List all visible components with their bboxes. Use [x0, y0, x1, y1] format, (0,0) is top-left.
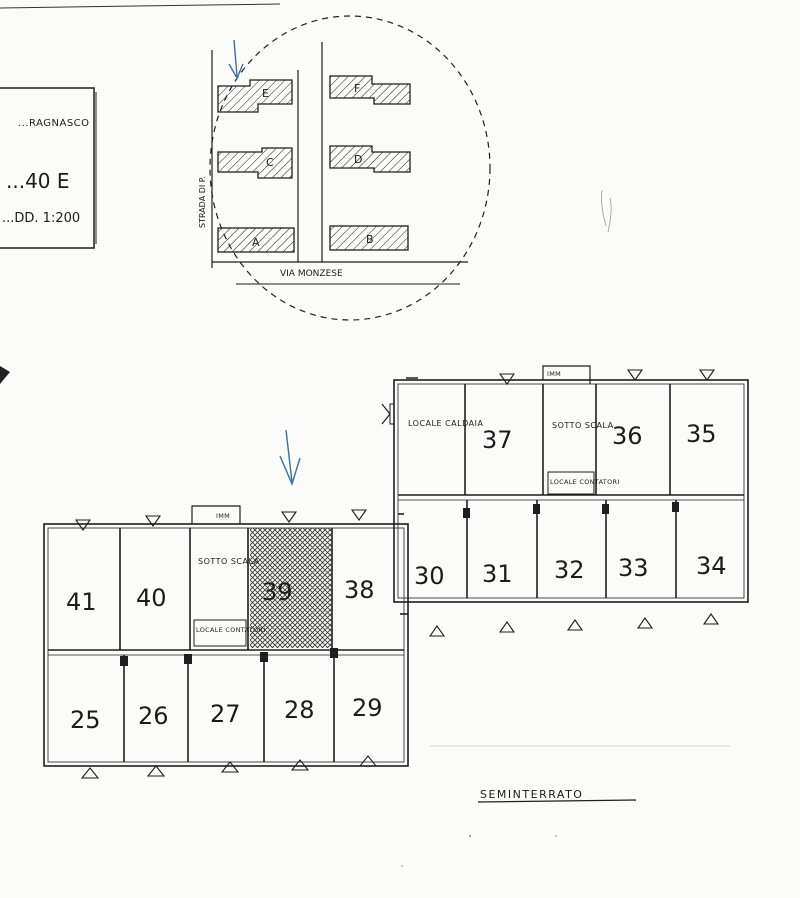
- unit-41: 41: [66, 588, 97, 616]
- stray-mark: [601, 189, 612, 233]
- building-e: E: [217, 79, 293, 113]
- building-f: F: [329, 75, 411, 105]
- east-sotto-scala-label: SOTTO SCALA: [552, 421, 614, 430]
- unit-25: 25: [70, 706, 101, 734]
- unit-34: 34: [696, 552, 727, 580]
- svg-text:C: C: [266, 156, 274, 169]
- title-block: ...RAGNASCO ...40 E ...DD. 1:200: [0, 87, 97, 249]
- west-imm: IMM: [216, 512, 230, 520]
- unit-30: 30: [414, 562, 445, 590]
- unit-38: 38: [344, 576, 375, 604]
- unit-37: 37: [482, 426, 513, 454]
- floor-plan: IMM LOCALE CALDAIA SOTTO SCALA LOCALE CO…: [43, 365, 749, 867]
- site-plan: STRADA DI P. VIA MONZESE E F C D A B: [198, 15, 491, 321]
- svg-text:SEMINTERRATO: SEMINTERRATO: [480, 788, 583, 801]
- title-line-3: ...DD. 1:200: [2, 211, 80, 226]
- unit-28: 28: [284, 696, 315, 724]
- unit-40: 40: [136, 584, 167, 612]
- svg-text:E: E: [262, 87, 269, 100]
- title-line-1: ...RAGNASCO: [18, 118, 90, 129]
- east-locale-contatori-label: LOCALE CONTATORI: [550, 478, 620, 486]
- page-top-line: [0, 3, 281, 9]
- svg-text:A: A: [252, 236, 260, 249]
- west-locale-contatori-label: LOCALE CONTATORI: [196, 626, 266, 634]
- unit-26: 26: [138, 702, 169, 730]
- building-d: D: [329, 145, 411, 173]
- unit-27: 27: [210, 700, 241, 728]
- unit-31: 31: [482, 560, 513, 588]
- building-c: C: [217, 147, 293, 179]
- title-line-2: ...40 E: [6, 169, 70, 193]
- locale-caldaia-label: LOCALE CALDAIA: [408, 419, 483, 428]
- street-south-label: VIA MONZESE: [280, 269, 343, 279]
- unit-33: 33: [618, 554, 649, 582]
- unit-36: 36: [612, 422, 643, 450]
- street-west-label: STRADA DI P.: [198, 176, 207, 228]
- east-block: IMM LOCALE CALDAIA SOTTO SCALA LOCALE CO…: [381, 365, 749, 637]
- unit-35: 35: [686, 420, 717, 448]
- west-sotto-scala-label: SOTTO SCALA: [198, 557, 260, 566]
- svg-text:F: F: [354, 82, 360, 95]
- svg-text:B: B: [366, 233, 374, 246]
- svg-text:D: D: [354, 153, 362, 166]
- unit-29: 29: [352, 694, 383, 722]
- unit-32: 32: [554, 556, 585, 584]
- edge-mark: [0, 366, 10, 384]
- seminterrato-label: SEMINTERRATO: [477, 788, 637, 803]
- building-b: B: [329, 225, 409, 251]
- west-block: IMM SOTTO SCALA LOCALE CONTATORI 41 40 3…: [43, 505, 409, 779]
- building-a: A: [217, 227, 295, 253]
- blue-arrow-plan: [279, 429, 301, 487]
- east-imm: IMM: [547, 370, 561, 378]
- unit-39-highlight: [250, 528, 332, 648]
- blue-arrow-site: [228, 39, 244, 80]
- unit-39: 39: [262, 578, 293, 606]
